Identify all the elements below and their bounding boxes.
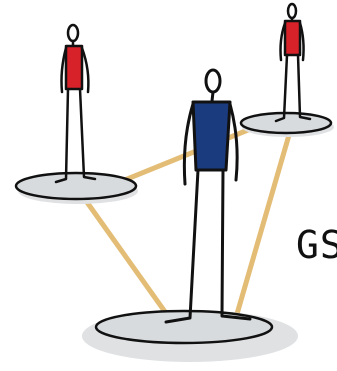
platform-right: [241, 113, 334, 137]
platform-left: [16, 173, 138, 204]
figure-center-shirt: [193, 102, 230, 170]
figure-center-head: [206, 70, 220, 92]
connection-links: [84, 130, 289, 316]
figure-center: [166, 70, 250, 322]
figure-left-head: [68, 25, 78, 41]
figure-right-head: [288, 4, 296, 18]
link-left-center: [84, 198, 168, 316]
figure-left-shirt: [66, 46, 82, 89]
figure-right-shirt: [285, 21, 300, 55]
edge-label-text: GS: [296, 226, 337, 264]
figure-left: [56, 25, 95, 182]
figure-right: [276, 4, 310, 121]
link-center-right: [237, 135, 289, 314]
